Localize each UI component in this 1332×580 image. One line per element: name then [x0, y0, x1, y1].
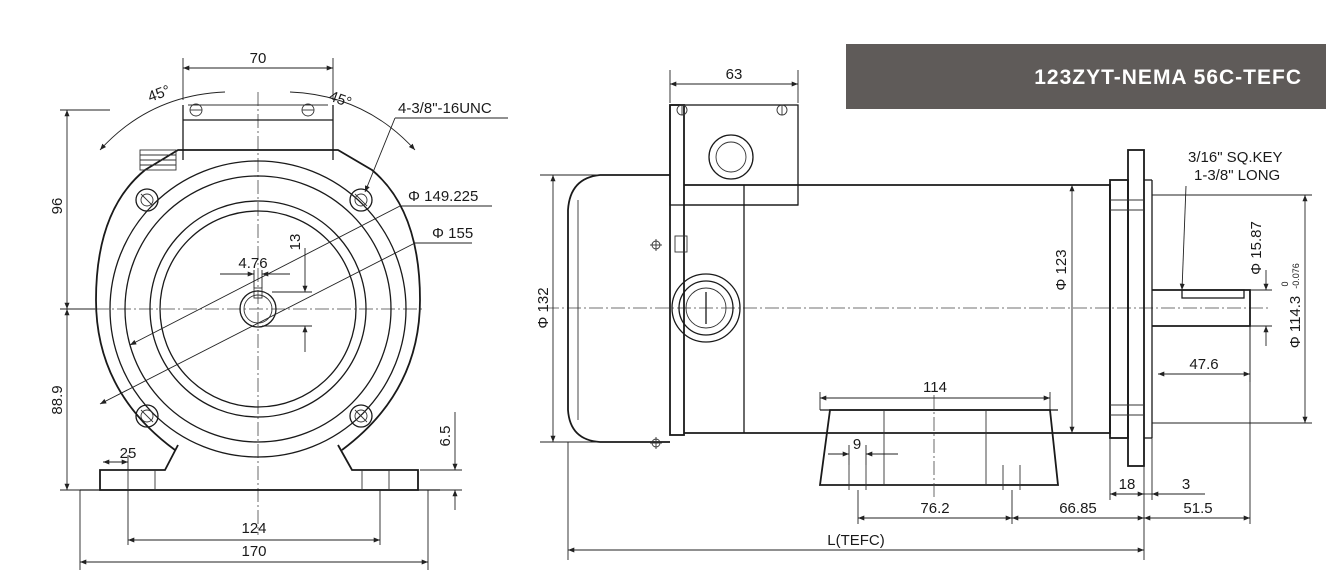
dim-6-5: 6.5: [437, 426, 454, 447]
front-view: 70 45° 45° 4-3/8"-16UNC Φ 149.225 Φ 155 …: [49, 50, 508, 570]
dia-flange: Φ 114.3: [1287, 296, 1304, 349]
key-line-1: 3/16" SQ.KEY: [1188, 149, 1283, 166]
bolt-holes: [135, 188, 373, 428]
title-badge: 123ZYT-NEMA 56C-TEFC: [846, 44, 1326, 109]
tol-upper: 0: [1280, 281, 1290, 286]
key-line-2: 1-3/8" LONG: [1194, 167, 1280, 184]
tol-lower: -0.076: [1291, 263, 1301, 289]
dim-63: 63: [726, 66, 743, 83]
dim-88-9: 88.9: [49, 385, 66, 414]
title-text: 123ZYT-NEMA 56C-TEFC: [1034, 66, 1302, 89]
dim-18: 18: [1119, 476, 1136, 493]
dim-9: 9: [853, 436, 861, 453]
dim-124: 124: [241, 520, 266, 537]
dia-pilot: Φ 155: [432, 225, 473, 242]
dia-132: Φ 132: [535, 287, 552, 328]
dia-bolt-circle: Φ 149.225: [408, 188, 478, 205]
dia-123: Φ 123: [1053, 249, 1070, 290]
dim-51-5: 51.5: [1183, 500, 1212, 517]
dim-4-76: 4.76: [238, 255, 267, 272]
bolt-spec: 4-3/8"-16UNC: [398, 100, 492, 117]
angle-left: 45°: [146, 82, 173, 106]
dia-shaft: Φ 15.87: [1248, 221, 1265, 275]
dim-13: 13: [287, 234, 304, 251]
dim-70: 70: [250, 50, 267, 67]
dim-96: 96: [49, 198, 66, 215]
side-view: 63 3/16" SQ.KEY 1-3/8" LONG Φ 132 Φ 123 …: [535, 66, 1312, 560]
dim-76-2: 76.2: [920, 500, 949, 517]
dim-3: 3: [1182, 476, 1190, 493]
dim-25: 25: [120, 445, 137, 462]
dim-114: 114: [923, 379, 947, 396]
dim-L-tefc: L(TEFC): [827, 532, 885, 549]
angle-right: 45°: [327, 88, 354, 112]
dim-170: 170: [241, 543, 266, 560]
dim-66-85: 66.85: [1059, 500, 1097, 517]
dim-47-6: 47.6: [1189, 356, 1218, 373]
